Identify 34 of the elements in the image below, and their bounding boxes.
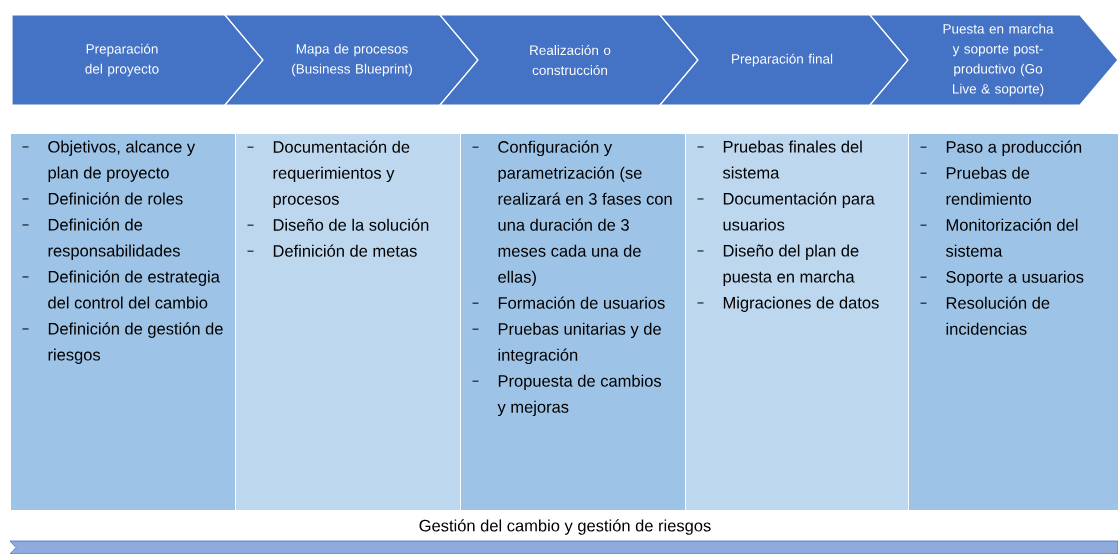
list-item: Migraciones de datos [697, 296, 879, 312]
chevron-step: Preparación final [658, 14, 909, 106]
process-band: Gestión del cambio y gestión de riesgos [9, 519, 1118, 554]
list-item: Definición de roles [22, 192, 183, 205]
list-item: Definición de gestión de riesgos [22, 322, 223, 364]
node-label: Puesta en marcha y soporte post-productivo (Go Live & soporte) [943, 23, 1054, 97]
list-item: Formación de usuarios [472, 296, 665, 309]
column-panel [908, 133, 1118, 511]
chevron-step: Preparación del proyecto [11, 14, 264, 106]
column-panel [685, 133, 909, 511]
list-item: Diseño de la solución [247, 218, 429, 231]
list-item: Definición de estrategia del control del cambio [22, 270, 220, 309]
chevron-step: Realización o construcción [438, 14, 699, 106]
column-panel [235, 133, 461, 511]
list-item: Definición de responsabilidades [22, 218, 180, 260]
list-item: Configuración y parametrización (se realizará en 3 fases con una duración de 3 meses cada una de ellas) [472, 140, 672, 287]
column-panel [10, 133, 236, 511]
list-item: Documentación de requerimientos y procesos [247, 140, 410, 209]
list-item: Objetivos, alcance y plan de proyecto [22, 140, 196, 182]
list-item: Pruebas finales del sistema [697, 140, 862, 179]
list-item: Propuesta de cambios y mejoras [472, 374, 662, 417]
list-item: Paso a producción [920, 140, 1082, 157]
list-item: Diseño del plan de puesta en marcha [697, 244, 859, 286]
node-label: Gestión del cambio y gestión de riesgos [419, 519, 711, 535]
chevron-step: Mapa de procesos (Business Blueprint) [223, 14, 479, 106]
list-item: Soporte a usuarios [920, 270, 1084, 287]
list-item: Pruebas unitarias y de integración [472, 322, 661, 365]
column-panel [460, 133, 686, 511]
list-item: Resolución de incidencias [920, 296, 1050, 335]
list-item: Monitorización del sistema [920, 218, 1078, 257]
chevron-step: Puesta en marcha y soporte post-productivo (Go Live & soporte) [868, 14, 1118, 106]
list-item: Definición de metas [247, 244, 417, 257]
list-item: Pruebas de rendimiento [920, 166, 1031, 205]
list-item: Documentación para usuarios [697, 192, 875, 231]
